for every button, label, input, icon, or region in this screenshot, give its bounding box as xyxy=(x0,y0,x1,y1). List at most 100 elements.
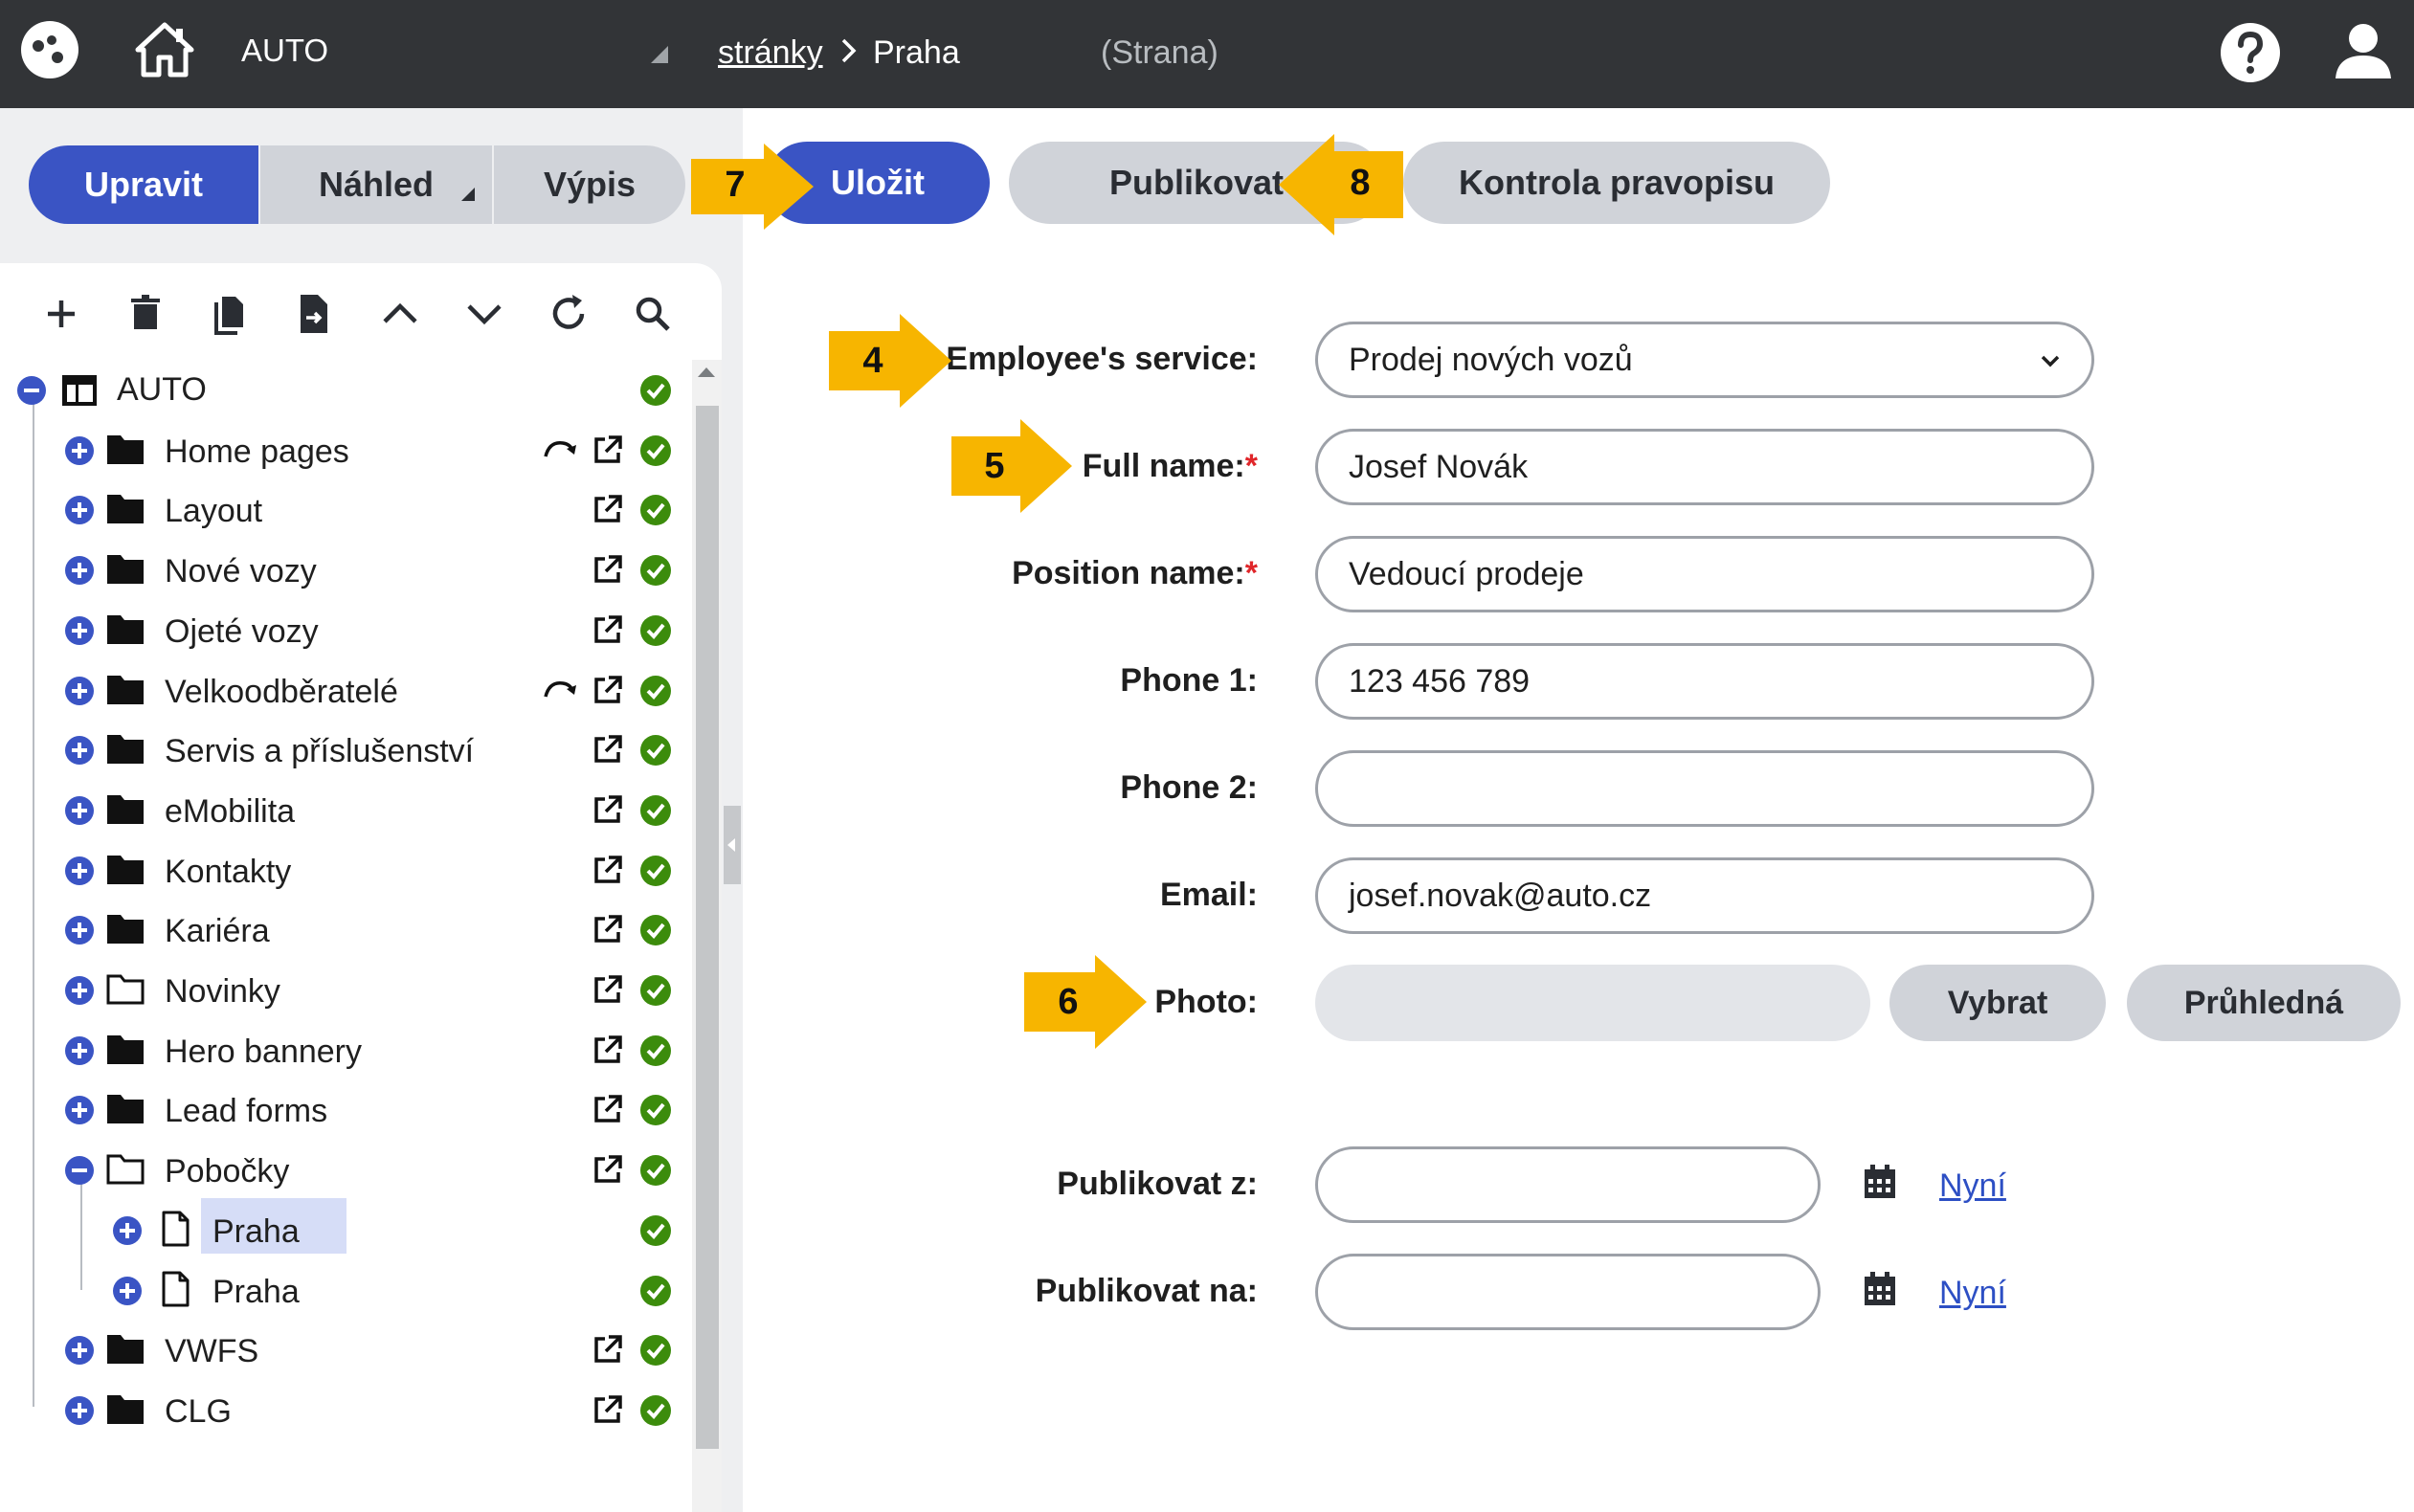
fullname-label: Full name:* xyxy=(1082,448,1258,484)
tree-expand-toggle[interactable] xyxy=(65,976,94,1005)
tree-item-label[interactable]: Velkoodběratelé xyxy=(165,673,398,710)
add-icon[interactable] xyxy=(34,287,88,341)
tree-scrollbar-thumb[interactable] xyxy=(696,406,719,1449)
move-page-icon[interactable] xyxy=(287,287,341,341)
tree-item-label[interactable]: Home pages xyxy=(165,433,349,470)
tab-list[interactable]: Výpis xyxy=(494,145,685,224)
select-photo-button[interactable]: Vybrat xyxy=(1889,965,2106,1041)
external-link-icon[interactable] xyxy=(592,434,624,466)
folder-icon xyxy=(105,489,145,527)
external-link-icon[interactable] xyxy=(592,1093,624,1125)
phone1-input[interactable]: 123 456 789 xyxy=(1315,643,2094,720)
breadcrumb-link[interactable]: stránky xyxy=(718,34,823,71)
external-link-icon[interactable] xyxy=(592,793,624,826)
help-icon[interactable] xyxy=(2219,21,2282,84)
tree-item-label[interactable]: eMobilita xyxy=(165,792,296,830)
app-logo-icon[interactable] xyxy=(19,19,80,80)
external-link-icon[interactable] xyxy=(592,733,624,766)
status-ok-icon xyxy=(639,434,672,467)
tree-collapse-toggle[interactable] xyxy=(65,1156,94,1186)
position-input[interactable]: Vedoucí prodeje xyxy=(1315,536,2094,612)
tree-expand-toggle[interactable] xyxy=(65,736,94,766)
tree-expand-toggle[interactable] xyxy=(65,676,94,705)
tree-expand-toggle[interactable] xyxy=(65,916,94,945)
tree-item-label[interactable]: Praha xyxy=(212,1273,300,1310)
tree-expand-toggle[interactable] xyxy=(65,856,94,885)
external-link-icon[interactable] xyxy=(592,913,624,945)
fullname-input[interactable]: Josef Novák xyxy=(1315,429,2094,505)
delete-icon[interactable] xyxy=(119,287,172,341)
tree-expand-toggle[interactable] xyxy=(65,556,94,586)
status-ok-icon xyxy=(639,794,672,827)
external-link-icon[interactable] xyxy=(592,1393,624,1426)
tree-item-label[interactable]: Nové vozy xyxy=(165,553,317,590)
external-link-icon[interactable] xyxy=(592,973,624,1006)
tree-item-label[interactable]: Praha xyxy=(212,1212,300,1250)
tree-expand-toggle[interactable] xyxy=(65,496,94,525)
publish-from-now-link[interactable]: Nyní xyxy=(1939,1167,2006,1204)
site-name[interactable]: AUTO xyxy=(241,33,329,68)
external-link-icon[interactable] xyxy=(592,674,624,706)
external-link-icon[interactable] xyxy=(592,1034,624,1066)
calendar-icon[interactable] xyxy=(1863,1164,1897,1200)
redirect-icon xyxy=(542,674,578,706)
scroll-up-icon[interactable] xyxy=(698,367,715,377)
tree-item-label[interactable]: Servis a příslušenství xyxy=(165,733,475,770)
external-link-icon[interactable] xyxy=(592,854,624,886)
photo-field[interactable] xyxy=(1315,965,1870,1041)
tree-expand-toggle[interactable] xyxy=(113,1215,142,1245)
service-select[interactable]: Prodej nových vozů xyxy=(1315,322,2094,398)
tree-item-label[interactable]: Ojeté vozy xyxy=(165,612,319,650)
site-dropdown-icon[interactable] xyxy=(651,46,668,63)
tab-edit[interactable]: Upravit xyxy=(29,145,258,224)
publish-to-now-link[interactable]: Nyní xyxy=(1939,1275,2006,1311)
panel-splitter-handle[interactable] xyxy=(724,806,741,884)
tree-expand-toggle[interactable] xyxy=(65,615,94,645)
publish-to-input[interactable] xyxy=(1315,1254,1821,1330)
status-ok-icon xyxy=(639,1094,672,1126)
tree-expand-toggle[interactable] xyxy=(65,1336,94,1366)
tree-item-label[interactable]: VWFS xyxy=(165,1333,259,1370)
tree-expand-toggle[interactable] xyxy=(65,795,94,825)
move-down-icon[interactable] xyxy=(458,287,511,341)
publish-from-input[interactable] xyxy=(1315,1146,1821,1223)
copy-icon[interactable] xyxy=(203,287,257,341)
tree-guide-line xyxy=(33,402,34,1407)
tree-expand-toggle[interactable] xyxy=(113,1276,142,1305)
tree-item-label[interactable]: Kariéra xyxy=(165,913,270,950)
tab-preview[interactable]: Náhled xyxy=(260,145,492,224)
tree-root-label[interactable]: AUTO xyxy=(117,371,207,408)
user-avatar-icon[interactable] xyxy=(2332,19,2395,82)
external-link-icon[interactable] xyxy=(592,613,624,646)
email-input[interactable]: josef.novak@auto.cz xyxy=(1315,857,2094,934)
tree-item-label[interactable]: Novinky xyxy=(165,973,280,1010)
clear-photo-button[interactable]: Průhledná xyxy=(2127,965,2401,1041)
tree-item-label[interactable]: Pobočky xyxy=(165,1153,290,1190)
tree-expand-toggle[interactable] xyxy=(65,1395,94,1425)
tree-collapse-toggle[interactable] xyxy=(17,376,46,405)
external-link-icon[interactable] xyxy=(592,553,624,586)
tree-item-label[interactable]: Lead forms xyxy=(165,1093,328,1130)
tree-item-label[interactable]: Kontakty xyxy=(165,853,292,890)
move-up-icon[interactable] xyxy=(373,287,427,341)
tree-item-label[interactable]: Layout xyxy=(165,493,263,530)
tree-selected-highlight xyxy=(201,1198,346,1254)
folder-icon xyxy=(105,670,145,708)
home-icon[interactable] xyxy=(134,19,195,80)
spellcheck-button[interactable]: Kontrola pravopisu xyxy=(1403,142,1830,224)
external-link-icon[interactable] xyxy=(592,1333,624,1366)
refresh-icon[interactable] xyxy=(542,287,595,341)
external-link-icon[interactable] xyxy=(592,1153,624,1186)
external-link-icon[interactable] xyxy=(592,493,624,525)
site-root-icon xyxy=(59,371,100,410)
search-icon[interactable] xyxy=(626,287,680,341)
tree-expand-toggle[interactable] xyxy=(65,1096,94,1125)
status-ok-icon xyxy=(639,914,672,946)
tree-item-label[interactable]: Hero bannery xyxy=(165,1033,363,1070)
calendar-icon[interactable] xyxy=(1863,1271,1897,1307)
tree-expand-toggle[interactable] xyxy=(65,1035,94,1065)
tree-item-label[interactable]: CLG xyxy=(165,1392,232,1430)
page-icon xyxy=(155,1270,195,1308)
tree-expand-toggle[interactable] xyxy=(65,435,94,465)
phone2-input[interactable] xyxy=(1315,750,2094,827)
